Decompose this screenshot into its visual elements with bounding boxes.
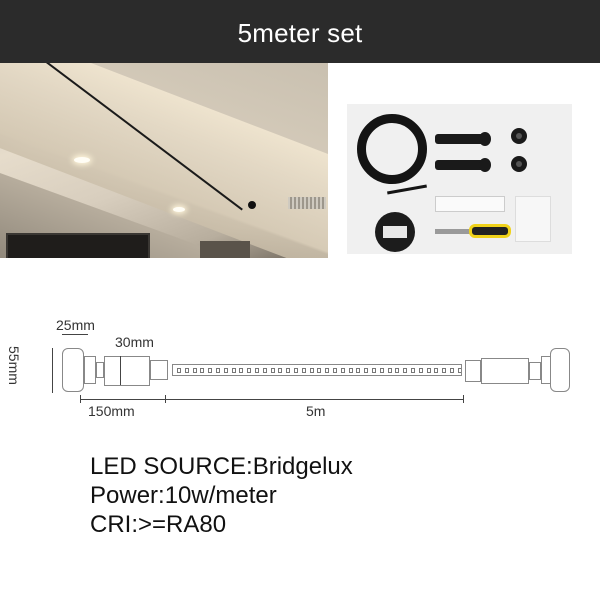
end-cap xyxy=(435,158,491,172)
left-end-cap xyxy=(62,348,84,392)
dim-height: 55mm xyxy=(6,346,22,385)
wall-panel xyxy=(6,233,150,258)
spec-led-source: LED SOURCE:Bridgelux xyxy=(90,453,353,480)
page-title: 5meter set xyxy=(237,18,363,48)
led-strip xyxy=(172,364,462,376)
dim-line xyxy=(62,334,88,335)
left-adapter xyxy=(150,360,168,380)
scissors-handle xyxy=(469,224,511,238)
kit-contents-photo xyxy=(347,104,572,254)
doorway xyxy=(200,241,250,258)
dim-line xyxy=(52,348,53,393)
dim-body-diameter: 30mm xyxy=(115,334,154,350)
right-end-cap xyxy=(550,348,570,392)
dim-end-length: 150mm xyxy=(88,403,135,419)
left-body xyxy=(104,356,150,386)
downlight xyxy=(74,157,90,163)
room-photo xyxy=(0,63,328,258)
dim-line xyxy=(120,356,121,385)
dimension-diagram: 25mm 30mm 55mm 150mm 5m xyxy=(0,300,600,430)
left-neck xyxy=(84,356,96,384)
led-driver xyxy=(435,196,505,212)
track-coil-tail xyxy=(387,184,427,195)
header-bar: 5meter set xyxy=(0,0,600,63)
right-body xyxy=(481,358,529,384)
accessory-bag xyxy=(515,196,551,242)
mount-ring xyxy=(511,128,527,144)
spec-power: Power:10w/meter xyxy=(90,482,277,509)
track-light-endcap xyxy=(248,201,256,209)
air-vent xyxy=(288,197,326,209)
left-collar xyxy=(96,362,104,378)
mount-ring xyxy=(511,156,527,172)
spec-list: LED SOURCE:Bridgelux Power:10w/meter CRI… xyxy=(90,452,353,539)
scissors-blade xyxy=(435,229,471,234)
dim-tick xyxy=(80,395,81,403)
dim-tick xyxy=(463,395,464,403)
dim-strip-length: 5m xyxy=(306,403,326,419)
spec-cri: CRI:>=RA80 xyxy=(90,511,227,538)
right-adapter xyxy=(465,360,481,382)
right-collar xyxy=(529,362,541,380)
end-cap xyxy=(435,132,491,146)
track-coil xyxy=(357,114,427,184)
downlight xyxy=(173,207,185,212)
dim-cap-depth: 25mm xyxy=(56,317,95,333)
length-dim-line xyxy=(80,399,464,400)
led-strip-reel xyxy=(375,212,415,252)
dim-tick xyxy=(165,395,166,403)
